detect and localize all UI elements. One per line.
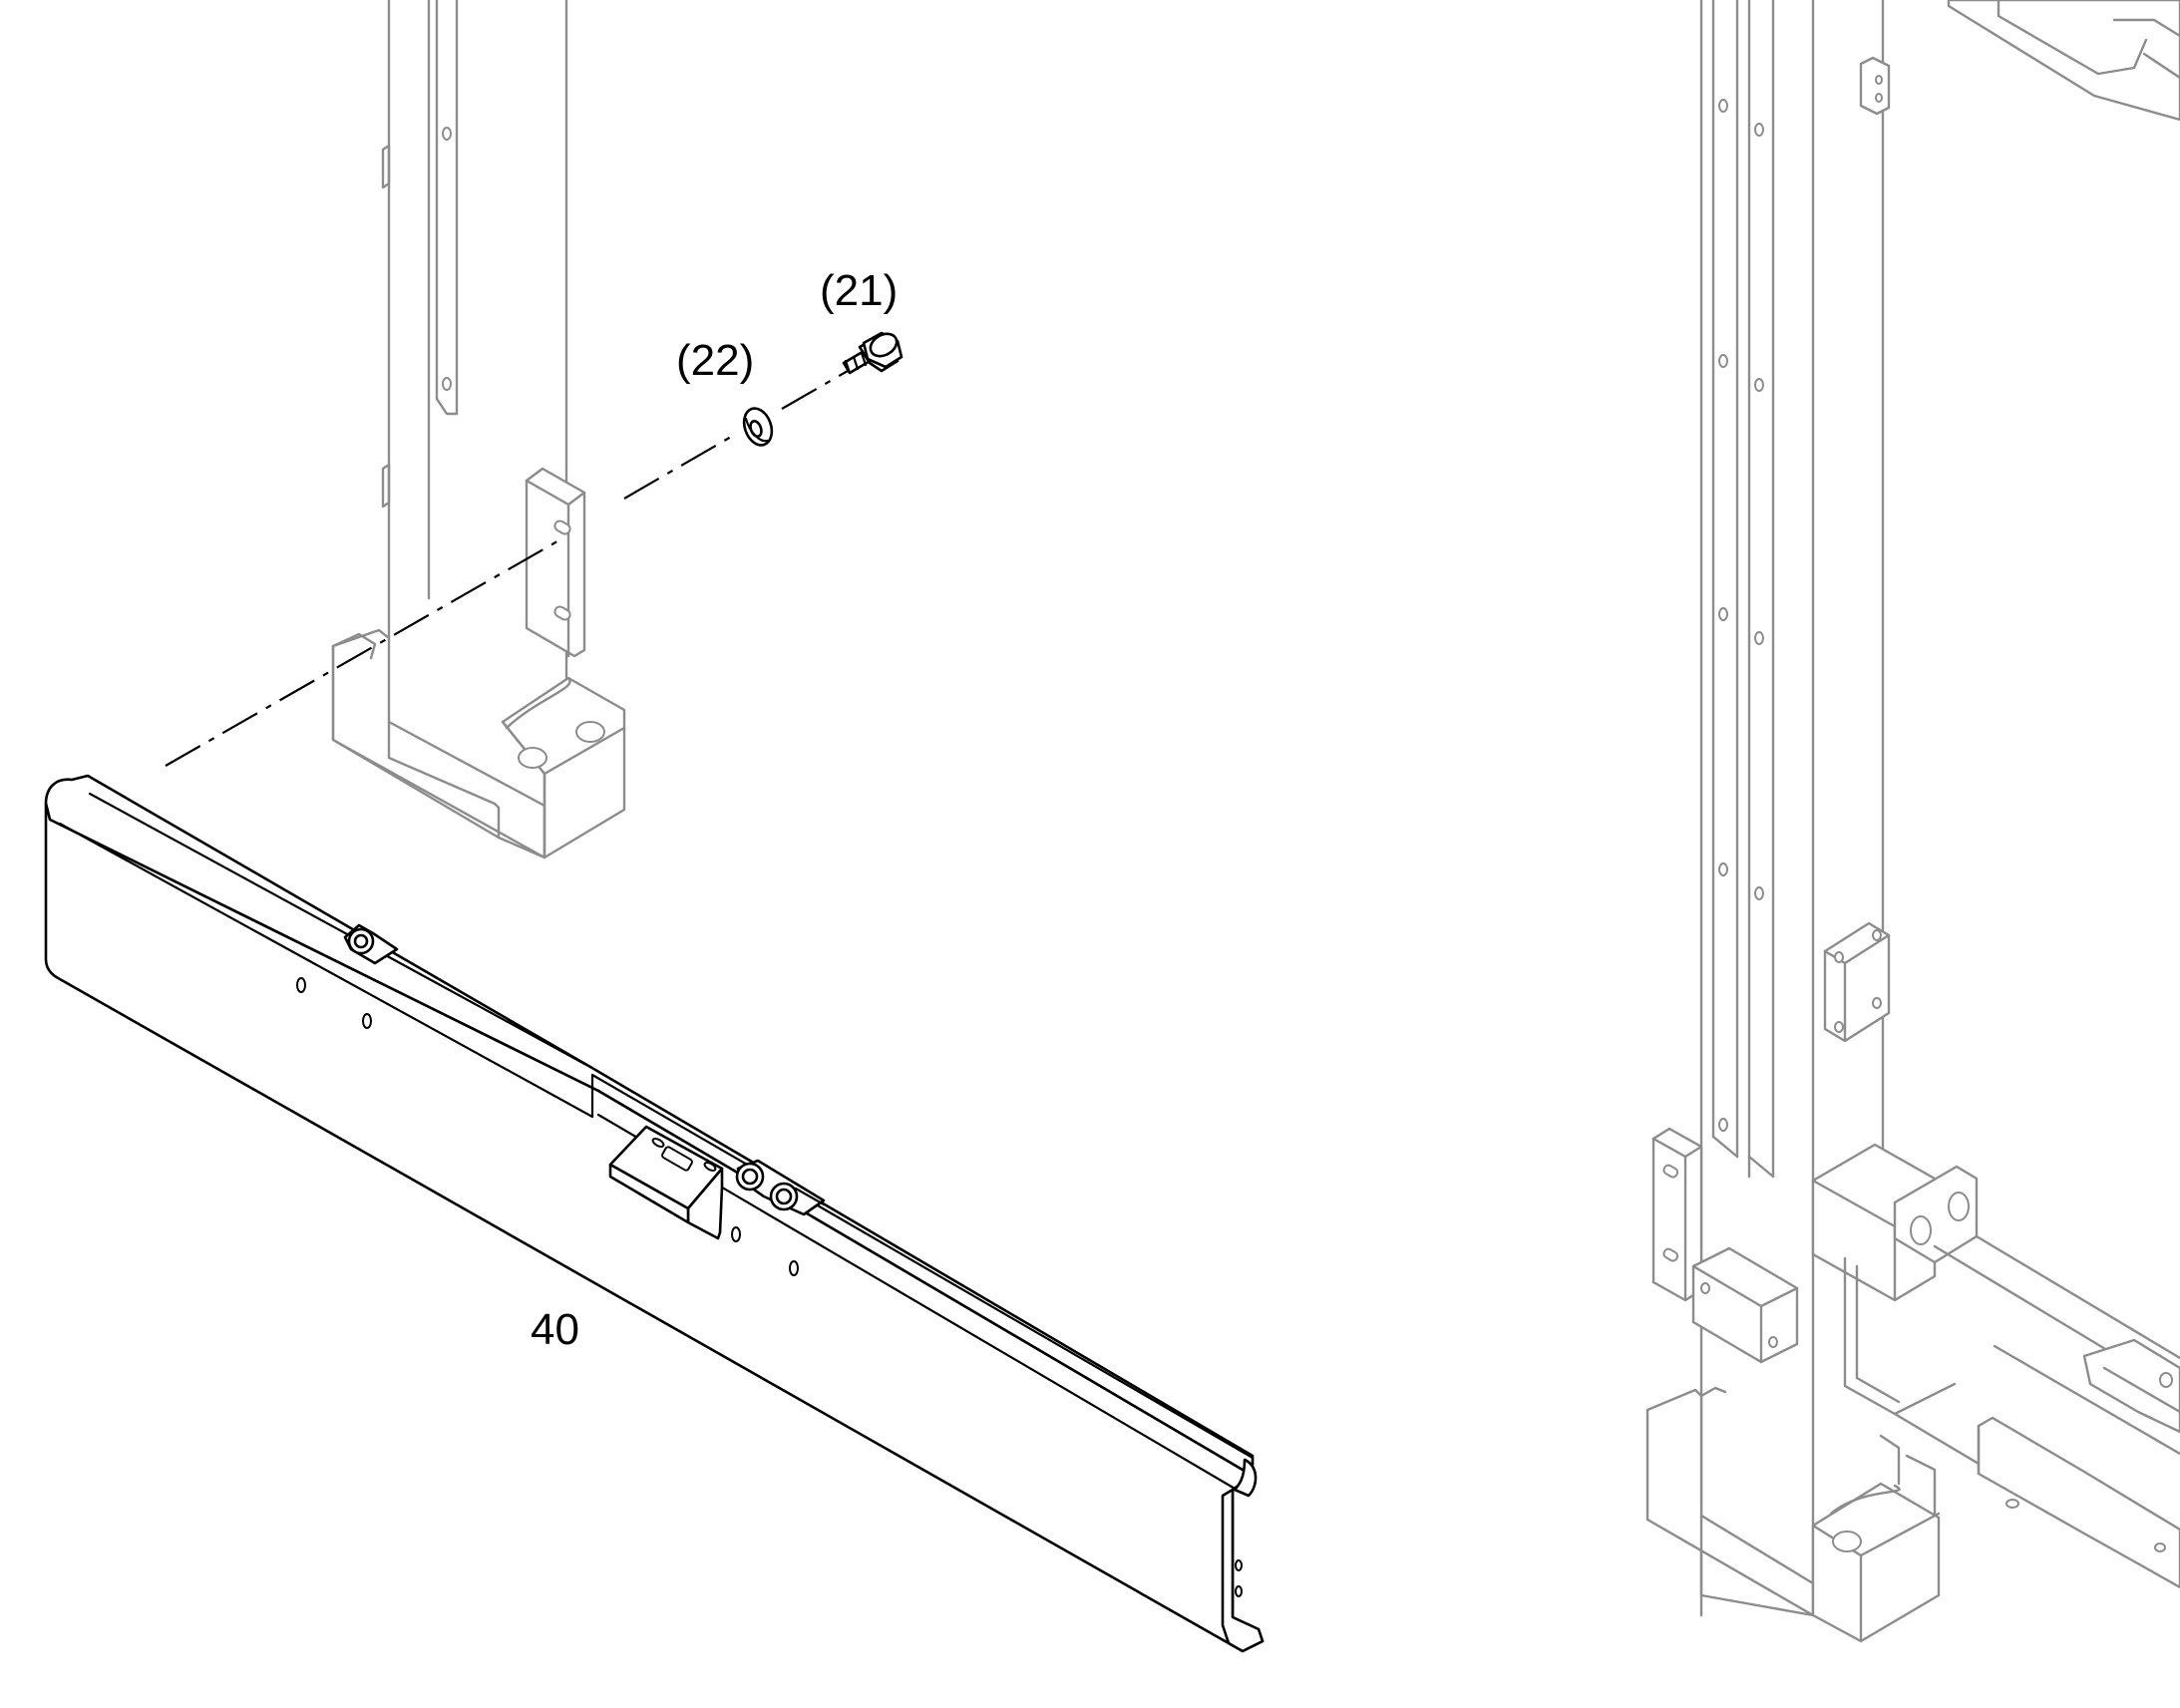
washer-part — [742, 407, 774, 447]
callout-bolt: (21) — [820, 266, 898, 315]
bolt-part — [842, 331, 904, 375]
assembly-axis — [165, 370, 849, 767]
left-upright-frame — [331, 0, 626, 859]
callout-washer: (22) — [676, 336, 754, 385]
right-upright-frame — [1645, 0, 2180, 1643]
cover-part — [44, 774, 1265, 1653]
callout-cover: 40 — [531, 1305, 579, 1354]
